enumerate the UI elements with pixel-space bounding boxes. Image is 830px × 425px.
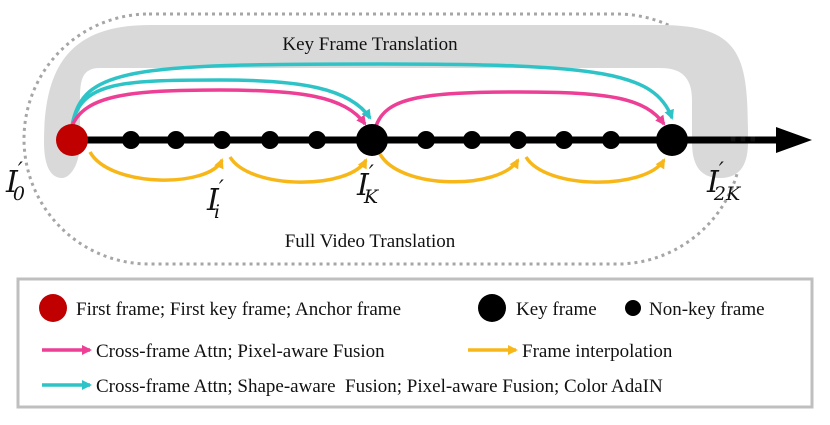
legend-anchor-marker xyxy=(39,294,67,322)
non-key-frame-10 xyxy=(602,131,620,149)
non-key-frame-1 xyxy=(122,131,140,149)
legend-pink-text: Cross-frame Attn; Pixel-aware Fusion xyxy=(96,341,385,362)
cyan-arrow-to-key-k xyxy=(70,78,372,127)
non-key-frame-7 xyxy=(463,131,481,149)
non-key-frame-6 xyxy=(417,131,435,149)
label-anchor-frame: I′0 xyxy=(5,159,25,205)
non-key-frame-3 xyxy=(213,131,231,149)
full-video-translation-label: Full Video Translation xyxy=(285,231,456,252)
anchor-frame xyxy=(56,124,88,156)
non-key-frame-2 xyxy=(167,131,185,149)
pink-arrow-key-k-to-2k xyxy=(374,90,666,127)
non-key-frame-5 xyxy=(308,131,326,149)
label-frame-i: I′i xyxy=(206,177,224,223)
legend-non-key-frame-marker xyxy=(625,300,641,316)
legend-cyan-text: Cross-frame Attn; Shape-aware Fusion; Pi… xyxy=(96,376,663,397)
full-video-region xyxy=(22,12,744,266)
key-frame-2k xyxy=(656,124,688,156)
legend-box xyxy=(16,277,814,409)
label-key-frame-k: I′K xyxy=(356,162,380,208)
cyan-arrow-to-key-2k xyxy=(70,62,674,127)
yellow-arrow-4 xyxy=(524,155,666,184)
timeline-arrowhead xyxy=(776,127,812,153)
legend-non-key-frame-text: Non-key frame xyxy=(649,299,765,320)
legend-key-frame-text: Key frame xyxy=(516,299,597,320)
pink-arrow-to-key-k xyxy=(70,88,367,127)
non-key-frame-4 xyxy=(261,131,279,149)
yellow-arrow-2 xyxy=(228,155,368,184)
legend: First frame; First key frame; Anchor fra… xyxy=(16,277,814,409)
label-key-frame-2k: I′2K xyxy=(706,159,742,205)
legend-key-frame-marker xyxy=(478,294,506,322)
key-frame-translation-label: Key Frame Translation xyxy=(282,34,458,55)
legend-yellow-text: Frame interpolation xyxy=(522,341,673,362)
non-key-frame-9 xyxy=(555,131,573,149)
yellow-arrow-1 xyxy=(88,151,224,182)
key-frame-region xyxy=(44,25,748,178)
key-frame-k xyxy=(356,124,388,156)
yellow-arrow-3 xyxy=(378,153,520,184)
timeline-continuation: ··· xyxy=(728,125,758,155)
legend-anchor-text: First frame; First key frame; Anchor fra… xyxy=(76,299,401,320)
non-key-frame-8 xyxy=(509,131,527,149)
